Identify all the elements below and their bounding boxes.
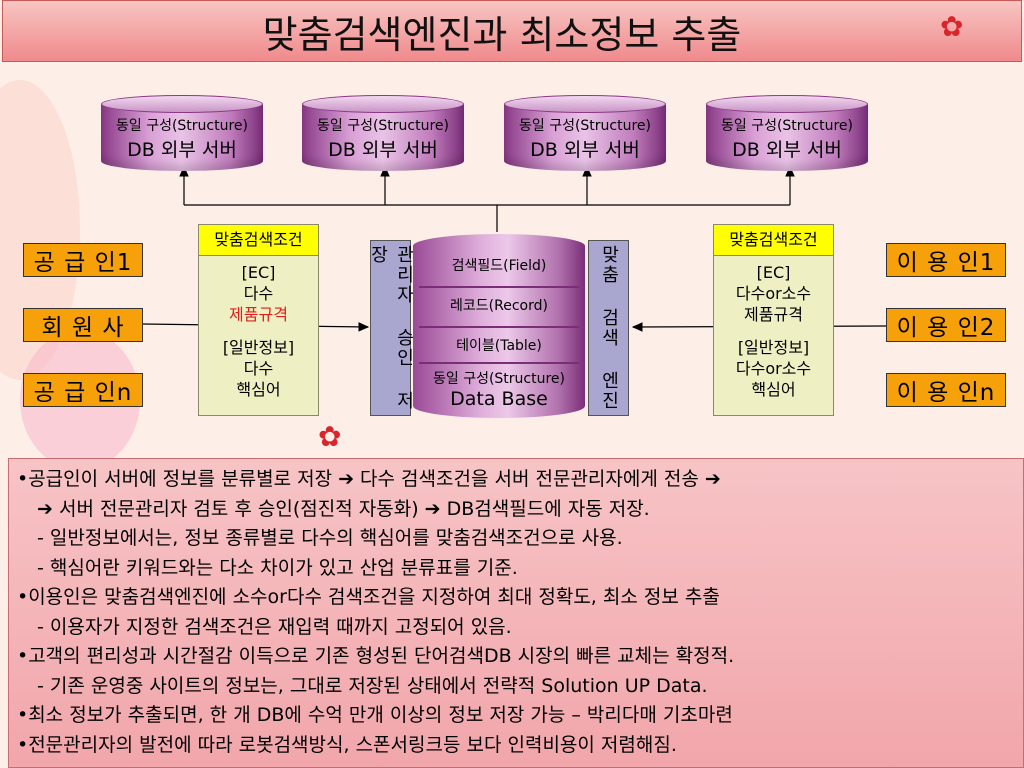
db-external-server-3: 동일 구성(Structure) DB 외부 서버 (504, 95, 666, 171)
actor-member-company: 회 원 사 (23, 308, 143, 342)
page-title-text: 맞춤검색엔진과 최소정보 추출 (262, 12, 742, 57)
server-structure-label: 동일 구성(Structure) (115, 117, 249, 134)
bullet-line: •고객의 편리성과 시간절감 이득으로 기존 형성된 단어검색DB 시장의 빠른… (17, 645, 735, 667)
left-search-conditions: 맞춤검색조건 [EC] 다수 제품규격 [일반정보] 다수 핵심어 (198, 224, 319, 416)
db-external-server-1: 동일 구성(Structure) DB 외부 서버 (101, 95, 263, 171)
db-layer-record: 레코드(Record) (419, 286, 579, 322)
bullet-line: •공급인이 서버에 정보를 분류별로 저장 ➔ 다수 검색조건을 서버 전문관리… (17, 468, 721, 490)
page-title: 맞춤검색엔진과 최소정보 추출 (2, 0, 1022, 62)
server-name: DB 외부 서버 (530, 138, 640, 161)
condition-line: 핵심어 (236, 380, 281, 399)
bullet-line: •전문관리자의 발전에 따라 로봇검색방식, 스폰서링크등 보다 인력비용이 저… (17, 733, 677, 756)
conditions-header: 맞춤검색조건 (714, 225, 833, 256)
server-structure-label: 동일 구성(Structure) (316, 117, 450, 134)
db-base-structure-label: 동일 구성(Structure) (432, 371, 566, 387)
condition-line: [EC] (241, 263, 276, 282)
actor-supplier-1: 공 급 인1 (23, 243, 143, 277)
condition-line: 다수 (243, 359, 274, 378)
bullet-line: - 이용자가 지정한 검색조건은 재입력 때까지 고정되어 있음. (37, 615, 512, 638)
condition-line: 제품규격 (744, 305, 803, 324)
condition-line: [일반정보] (222, 338, 295, 357)
bullet-line: - 핵심어란 키워드와는 다소 차이가 있고 산업 분류표를 기준. (37, 556, 518, 579)
admin-approval-storage-label: 관리자 승인 저장 (367, 245, 415, 411)
server-name: DB 외부 서버 (127, 138, 237, 161)
condition-line: 다수or소수 (735, 284, 812, 303)
bullet-line: ➔ 서버 전문관리자 검토 후 승인(점진적 자동화) ➔ DB검색필드에 자동… (37, 497, 650, 520)
db-external-server-2: 동일 구성(Structure) DB 외부 서버 (302, 95, 464, 171)
conditions-header: 맞춤검색조건 (199, 225, 318, 256)
actor-user-n: 이 용 인n (886, 373, 1006, 407)
condition-line-highlight: 제품규격 (229, 305, 288, 324)
admin-approval-storage-bar: 관리자 승인 저장 (368, 240, 415, 416)
condition-line: [일반정보] (737, 338, 810, 357)
condition-line: 다수 (243, 284, 274, 303)
condition-line: 다수or소수 (735, 359, 812, 378)
central-database: 검색필드(Field) 레코드(Record) 테이블(Table) 동일 구성… (413, 234, 585, 418)
bullet-line: - 기존 운영중 사이트의 정보는, 그대로 저장된 상태에서 전략적 Solu… (37, 674, 708, 697)
db-external-server-4: 동일 구성(Structure) DB 외부 서버 (706, 95, 868, 171)
right-search-conditions: 맞춤검색조건 [EC] 다수or소수 제품규격 [일반정보] 다수or소수 핵심… (713, 224, 834, 416)
actor-supplier-n: 공 급 인n (23, 373, 143, 407)
db-base-layer: 동일 구성(Structure) Data Base (419, 362, 579, 414)
server-structure-label: 동일 구성(Structure) (720, 117, 854, 134)
bullet-line: •이용인은 맞춤검색엔진에 소수or다수 검색조건을 지정하여 최대 정확도, … (17, 586, 720, 608)
rose-icon: ✿ (940, 10, 964, 43)
custom-search-engine-label: 맞춤 검색 엔진 (598, 245, 620, 411)
bullet-line: •최소 정보가 추출되면, 한 개 DB에 수억 만개 이상의 정보 저장 가능… (17, 704, 733, 726)
bullet-line: - 일반정보에서는, 정보 종류별로 다수의 핵심어를 맞춤검색조건으로 사용. (37, 527, 623, 549)
server-name: DB 외부 서버 (732, 138, 842, 161)
custom-search-engine-bar: 맞춤 검색 엔진 (588, 240, 629, 416)
condition-line: 핵심어 (751, 380, 796, 399)
db-layer-field: 검색필드(Field) (451, 258, 547, 274)
actor-user-2: 이 용 인2 (886, 308, 1006, 342)
db-base-name: Data Base (450, 388, 548, 410)
server-name: DB 외부 서버 (328, 138, 438, 161)
actor-user-1: 이 용 인1 (886, 243, 1006, 277)
rose-icon: ✿ (318, 420, 342, 453)
db-layer-table: 테이블(Table) (419, 326, 579, 362)
server-structure-label: 동일 구성(Structure) (518, 117, 652, 134)
condition-line: [EC] (756, 263, 791, 282)
description-panel: •공급인이 서버에 정보를 분류별로 저장 ➔ 다수 검색조건을 서버 전문관리… (8, 458, 1024, 768)
